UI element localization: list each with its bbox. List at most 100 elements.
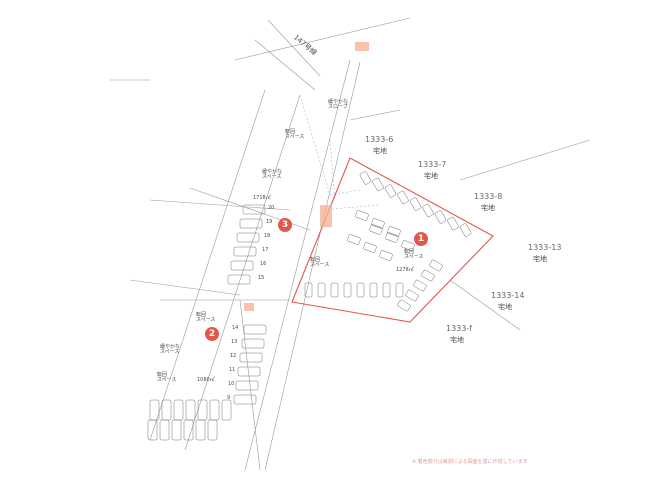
lot-label-1333-7: 1333-7 bbox=[418, 160, 447, 169]
row-number: 18 bbox=[264, 233, 271, 239]
parking-stall bbox=[422, 203, 434, 218]
parking-stall bbox=[330, 282, 339, 298]
parking-stall bbox=[371, 218, 385, 229]
parking-stall bbox=[221, 399, 232, 421]
parking-stall bbox=[387, 226, 401, 237]
turn-space-site2-b: 転回 スペース bbox=[157, 372, 177, 384]
row-number: 12 bbox=[230, 353, 237, 359]
parking-stall bbox=[209, 399, 220, 421]
area-site1: 1278㎡ bbox=[396, 267, 414, 273]
parking-stall bbox=[237, 366, 261, 377]
parking-stall bbox=[147, 419, 158, 441]
parking-stall bbox=[197, 399, 208, 421]
parking-stall bbox=[159, 419, 170, 441]
lot-label-takuchi-d: 宅地 bbox=[533, 255, 547, 263]
parking-stall bbox=[413, 279, 427, 292]
lot-label-takuchi-e: 宅地 bbox=[498, 303, 512, 311]
parking-stall bbox=[241, 338, 265, 349]
parking-stall bbox=[317, 282, 326, 298]
lot-label-takuchi-f: 宅地 bbox=[450, 336, 464, 344]
parking-stalls-site-1 bbox=[304, 171, 472, 312]
parking-stall bbox=[434, 210, 447, 224]
parking-stall bbox=[447, 216, 459, 231]
parking-stall bbox=[173, 399, 184, 421]
parking-stall bbox=[395, 282, 404, 298]
parking-stall bbox=[227, 274, 251, 285]
site-marker-3[interactable]: 3 bbox=[278, 218, 292, 232]
parking-stall bbox=[195, 419, 206, 441]
row-number: 20 bbox=[268, 205, 275, 211]
parking-stall bbox=[382, 282, 391, 298]
parking-stalls-site-2 bbox=[147, 324, 267, 441]
slope-label: 緩やかな スロープ bbox=[328, 99, 349, 111]
parking-stall bbox=[369, 224, 383, 235]
row-number: 10 bbox=[228, 381, 235, 387]
parking-stall bbox=[459, 223, 472, 237]
parking-stall bbox=[304, 282, 313, 298]
row-number: 14 bbox=[232, 325, 239, 331]
parking-stall bbox=[363, 242, 377, 253]
turn-space-site1: 転回 スペース bbox=[404, 249, 424, 261]
parking-stall bbox=[409, 197, 422, 211]
parking-stall bbox=[379, 250, 393, 261]
lot-label-takuchi-b: 宅地 bbox=[424, 172, 438, 180]
row-number: 17 bbox=[262, 247, 269, 253]
entrance-highlight-top bbox=[355, 42, 369, 51]
parking-stall bbox=[243, 324, 267, 335]
parking-stall bbox=[369, 282, 378, 298]
parking-stall bbox=[429, 259, 443, 272]
area-site2: 1080㎡ bbox=[197, 377, 215, 383]
parking-stall bbox=[421, 269, 435, 282]
area-site3: 1718㎡ bbox=[253, 195, 271, 201]
parking-stall bbox=[359, 171, 372, 185]
road-lines bbox=[110, 17, 591, 471]
turn-space-site2: 転回 スペース bbox=[196, 312, 216, 324]
parking-stall bbox=[397, 190, 409, 205]
row-number: 15 bbox=[258, 275, 265, 281]
parking-stall bbox=[233, 246, 257, 257]
parking-stall bbox=[405, 289, 419, 302]
parking-stall bbox=[183, 419, 194, 441]
lot-label-1333-f: 1333-f bbox=[446, 324, 473, 333]
dashed-lines bbox=[299, 94, 381, 211]
lot-label-takuchi-c: 宅地 bbox=[481, 204, 495, 212]
parking-stall bbox=[355, 210, 369, 221]
site-marker-2[interactable]: 2 bbox=[205, 327, 219, 341]
parking-stall bbox=[242, 204, 266, 215]
slow-space-site3: 緩やかな スペース bbox=[262, 169, 283, 181]
lot-label-takuchi-a: 宅地 bbox=[373, 147, 387, 155]
site-marker-1[interactable]: 1 bbox=[414, 232, 428, 246]
parking-stall bbox=[385, 232, 399, 243]
parking-stall bbox=[401, 240, 415, 251]
parking-stall bbox=[239, 352, 263, 363]
turn-space-top: 転回 スペース bbox=[285, 129, 305, 141]
parking-stall bbox=[239, 218, 263, 229]
lot-label-1333-8: 1333-8 bbox=[474, 192, 503, 201]
row-number: 19 bbox=[266, 219, 273, 225]
lot-label-1333-14: 1333-14 bbox=[491, 291, 525, 300]
parking-stall bbox=[347, 234, 361, 245]
parking-stall bbox=[171, 419, 182, 441]
entrance-highlight-left bbox=[244, 303, 254, 311]
row-number: 16 bbox=[260, 261, 267, 267]
lot-label-1333-13: 1333-13 bbox=[528, 243, 562, 252]
parking-stall bbox=[372, 177, 384, 192]
footnote: ※ 着色部分は実測による図面を基に作成しています bbox=[412, 459, 528, 465]
row-number: 13 bbox=[231, 339, 238, 345]
parking-stalls-site-3 bbox=[227, 204, 266, 285]
parking-stall bbox=[343, 282, 352, 298]
parking-stall bbox=[185, 399, 196, 421]
parking-stall bbox=[397, 299, 411, 312]
parking-stall bbox=[356, 282, 365, 298]
parking-stall bbox=[233, 394, 257, 405]
parking-stall bbox=[384, 184, 397, 198]
row-number: 9 bbox=[227, 395, 231, 401]
entrance-highlight-mid bbox=[320, 205, 332, 227]
turn-space-site3: 転回 スペース bbox=[310, 257, 330, 269]
parking-stall bbox=[235, 380, 259, 391]
parking-stall bbox=[161, 399, 172, 421]
row-number: 11 bbox=[229, 367, 236, 373]
site-1-boundary bbox=[291, 157, 494, 323]
